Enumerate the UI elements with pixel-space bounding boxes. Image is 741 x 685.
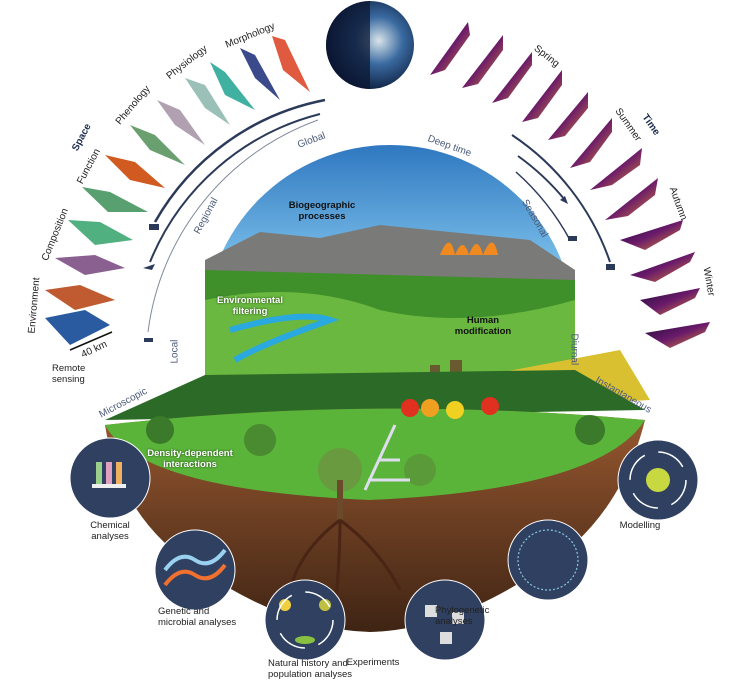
scale-local: Local (169, 339, 181, 364)
fire (440, 242, 498, 255)
chemical-analyses-label: Chemical analyses (90, 520, 130, 542)
environmental-filtering-label: Environmental filtering (217, 295, 283, 317)
trees (146, 397, 605, 520)
airplane-icon (143, 264, 155, 270)
drone-icon (568, 236, 577, 241)
ground-surface (105, 408, 645, 500)
scale-bar (69, 331, 113, 351)
genetic-analyses-label: Genetic and microbial analyses (158, 606, 237, 628)
natural-history-label: Natural history and population analyses (268, 658, 352, 680)
experiment-pipes (363, 424, 410, 491)
time-series-tiles (430, 22, 710, 348)
biogeographic-processes-label: Biogeographic processes (288, 200, 356, 222)
phylogenetic-tree-icon (507, 519, 589, 601)
drone-icon (144, 338, 153, 342)
satellite-icon (149, 224, 159, 230)
satellite-icon (606, 264, 615, 270)
phylogenetic-analyses-label: Phylogenetic analyses (435, 605, 490, 627)
human-modification-label: Human modification (454, 315, 512, 337)
genetic-analyses-icon (154, 529, 236, 611)
scale-diurnal: Diurnal (568, 333, 580, 366)
experiments-label: Experiments (346, 657, 400, 668)
remote-sensing-tiles (45, 36, 310, 345)
space-scale-arcs (147, 98, 326, 333)
experiments-icon (404, 579, 486, 661)
river (229, 313, 340, 363)
airplane-icon (560, 196, 568, 204)
density-dependent-label: Density-dependent interactions (147, 448, 233, 470)
modelling-label: Modelling (619, 520, 661, 531)
remote-sensing-caption: Remote sensing (52, 363, 86, 385)
